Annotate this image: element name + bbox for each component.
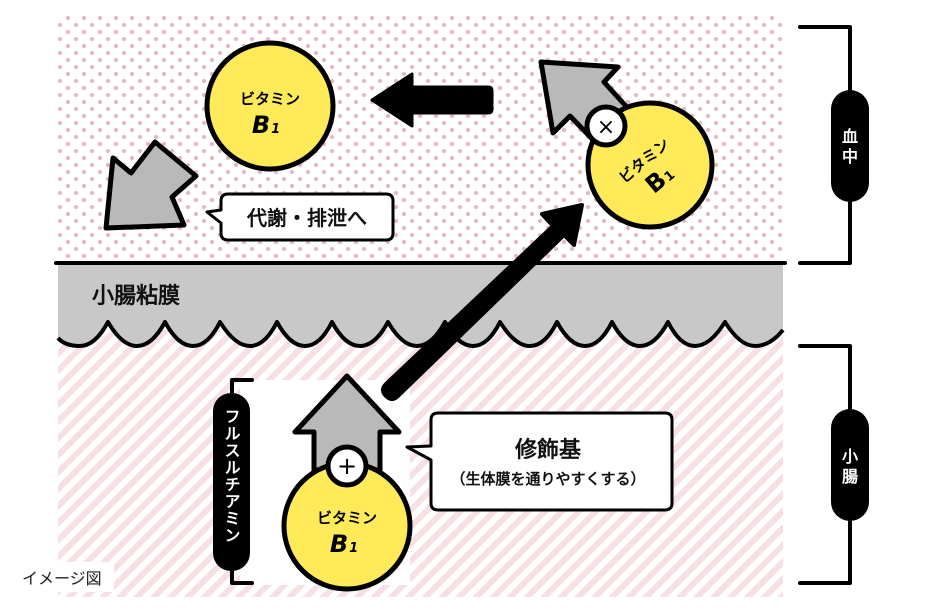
blood-label-char: 血 [842, 127, 858, 146]
blood-label: 血中 [842, 127, 858, 166]
fursultiamine-bracket: フルスルチアミン [213, 378, 254, 585]
membrane-label: 小腸粘膜 [92, 284, 180, 309]
metabolism-callout-text: 代謝・排泄へ [246, 206, 367, 230]
blood-label-char: 中 [842, 147, 858, 166]
vitamin-symbol: B1 [330, 530, 358, 558]
modifier-description: （生体膜を通りやすくする） [450, 470, 645, 488]
metabolism-callout: 代謝・排泄へ [205, 192, 395, 242]
modifier-title: 修飾基 [514, 437, 582, 463]
modifier-group-marker [325, 444, 369, 488]
vitamin-b1-free: ビタミン B1 [204, 40, 336, 172]
vitamin-b1-detached: ビタミン B1 × [584, 100, 715, 230]
times-icon: × [597, 115, 615, 140]
membrane-region [58, 264, 783, 346]
blood-bracket: 血中 [798, 25, 869, 265]
fursultiamine-label: フルスルチアミン [222, 408, 241, 544]
modifier-callout: 修飾基 （生体膜を通りやすくする） [405, 411, 674, 512]
detached-group-marker [584, 104, 628, 148]
membrane-scallop-edge [56, 320, 785, 348]
intestine-bracket: 小腸 [798, 344, 869, 585]
caption: イメージ図 [22, 569, 102, 588]
vitamin-symbol: B1 [252, 111, 280, 139]
intestine-label: 小腸 [842, 447, 858, 486]
intestine-label-char: 腸 [842, 467, 858, 486]
excretion-arrow [103, 139, 199, 231]
vitamin-b1-fursultiamine: ビタミン B1 + [281, 444, 413, 592]
vitamin-name: ビタミン [240, 90, 300, 108]
intestine-label-char: 小 [842, 447, 858, 466]
plus-icon: + [337, 452, 357, 480]
absorption-arrow [381, 203, 584, 401]
vitamin-name: ビタミン [317, 509, 377, 527]
release-arrow [370, 72, 494, 128]
caption-backdrop [14, 562, 114, 592]
